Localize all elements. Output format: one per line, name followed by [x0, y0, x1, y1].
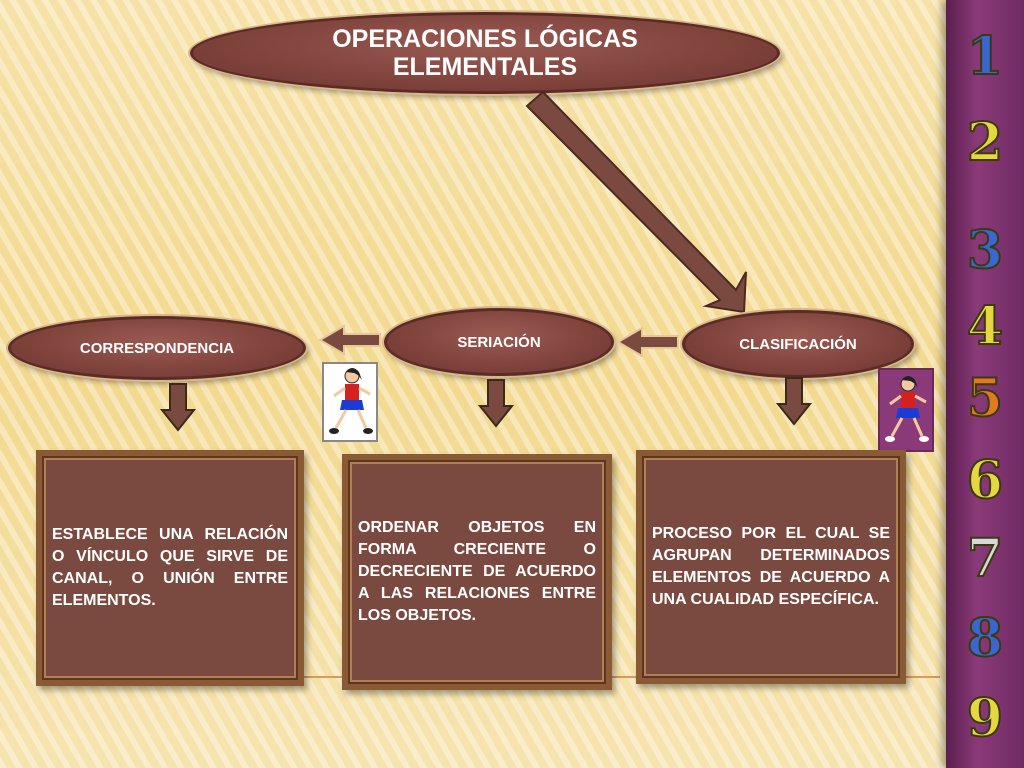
side-number: 3 [966, 219, 1004, 282]
decorative-baseline [300, 676, 940, 678]
side-number: 2 [966, 111, 1004, 174]
node-seriacion: SERIACIÓN [384, 308, 614, 376]
correspondencia-down-arrow [159, 383, 197, 432]
node-seriacion-label: SERIACIÓN [457, 333, 541, 351]
side-number: 7 [966, 527, 1004, 590]
correspondencia-description-box: ESTABLECE UNA RELACIÓN O VÍNCULO QUE SIR… [36, 450, 304, 686]
side-number: 4 [966, 295, 1004, 358]
number-stripe: 1 2 3 4 5 6 7 8 9 [946, 0, 1024, 768]
node-correspondencia: CORRESPONDENCIA [8, 316, 306, 380]
node-clasificacion-label: CLASIFICACIÓN [739, 335, 857, 353]
clasificacion-description: PROCESO POR EL CUAL SE AGRUPAN DETERMINA… [652, 525, 890, 608]
title-ellipse: OPERACIONES LÓGICAS ELEMENTALES [190, 12, 780, 94]
node-clasificacion: CLASIFICACIÓN [682, 310, 914, 378]
clasificacion-down-arrow [775, 377, 813, 426]
node-correspondencia-label: CORRESPONDENCIA [79, 339, 235, 357]
side-number: 5 [966, 367, 1004, 430]
walking-girl-icon [878, 368, 934, 452]
seriacion-down-arrow [477, 379, 515, 428]
title-line-1: OPERACIONES LÓGICAS [332, 25, 638, 53]
title-line-2: ELEMENTALES [392, 53, 578, 81]
clasificacion-description-box: PROCESO POR EL CUAL SE AGRUPAN DETERMINA… [636, 450, 906, 684]
seriacion-description: ORDENAR OBJETOS EN FORMA CRECIENTE O DEC… [358, 519, 596, 624]
side-number: 8 [966, 607, 1004, 670]
side-number: 9 [966, 687, 1004, 750]
seriacion-to-correspondencia-arrow [318, 324, 381, 356]
seriacion-description-box: ORDENAR OBJETOS EN FORMA CRECIENTE O DEC… [342, 454, 612, 690]
side-number: 6 [966, 449, 1004, 512]
correspondencia-description: ESTABLECE UNA RELACIÓN O VÍNCULO QUE SIR… [52, 526, 288, 609]
clasificacion-to-seriacion-arrow [616, 326, 679, 358]
side-number: 1 [966, 25, 1004, 88]
walking-girl-icon [322, 362, 378, 442]
